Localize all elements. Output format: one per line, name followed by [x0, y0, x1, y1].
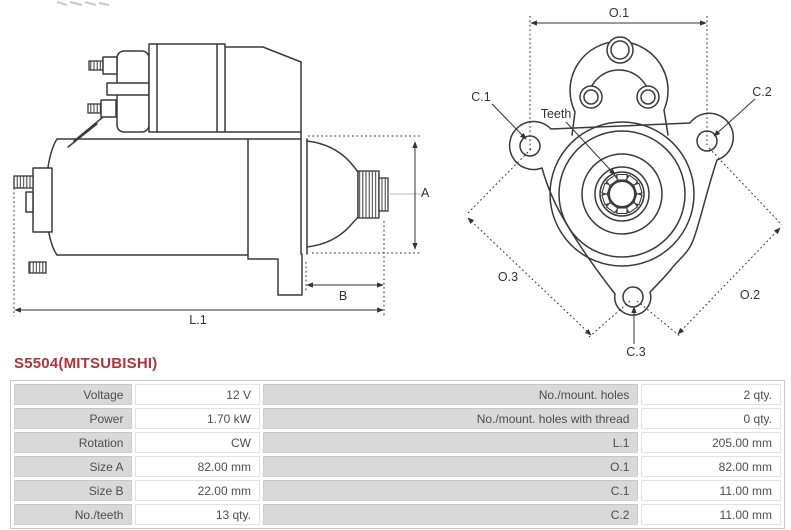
spec-label: Power	[14, 408, 133, 429]
leader-teeth	[565, 121, 616, 176]
gear-ring-outer	[599, 171, 645, 217]
spec-value: 22.00 mm	[135, 480, 260, 501]
boss-circle-3	[581, 153, 663, 235]
spec-value: 2 qty.	[641, 384, 781, 405]
terminal-stud-top	[88, 60, 104, 71]
dim-label-l1: L.1	[189, 313, 206, 327]
arch-pad-left	[579, 85, 603, 109]
spec-row: Voltage 12 V No./mount. holes 2 qty.	[14, 384, 781, 405]
spec-value: 82.00 mm	[641, 456, 781, 477]
spec-label: No./mount. holes with thread	[262, 408, 639, 429]
dim-label-o1: O.1	[609, 6, 629, 20]
spec-row: No./teeth 13 qty. C.2 11.00 mm	[14, 504, 781, 525]
spec-table: Voltage 12 V No./mount. holes 2 qty. Pow…	[11, 381, 784, 528]
boss-circle-outer	[549, 121, 695, 267]
spec-row: Rotation CW L.1 205.00 mm	[14, 432, 781, 453]
rear-plate	[32, 167, 53, 233]
arch-hole-left	[583, 89, 599, 105]
pinion-tip	[378, 177, 389, 212]
spec-value: 13 qty.	[135, 504, 260, 525]
dim-o3-line	[467, 217, 592, 336]
rear-plate-step	[25, 191, 34, 213]
boss-circle-2	[558, 130, 686, 258]
spec-value: 205.00 mm	[641, 432, 781, 453]
dim-label-o3: O.3	[498, 270, 518, 284]
teeth-label: Teeth	[541, 107, 572, 121]
spec-label: O.1	[262, 456, 639, 477]
mount-hole-c1	[519, 135, 541, 157]
leader-c2	[713, 98, 756, 137]
cutoff-logo-fragment	[56, 0, 110, 7]
arch-pad-right	[636, 85, 660, 109]
technical-drawing-canvas: A B L.1	[13, 0, 783, 358]
spec-value: 82.00 mm	[135, 456, 260, 477]
dim-o2-ext-bottom	[636, 300, 682, 338]
spec-value: 0 qty.	[641, 408, 781, 429]
spec-value: 11.00 mm	[641, 480, 781, 501]
spec-label: C.1	[262, 480, 639, 501]
rear-stud-top	[13, 175, 34, 189]
terminal-stud-bottom	[87, 103, 102, 114]
boss-circle-4	[594, 166, 650, 222]
spec-label: L.1	[262, 432, 639, 453]
dim-o3-ext-bottom	[588, 300, 631, 338]
gear-teeth	[601, 173, 643, 215]
dim-label-c1: C.1	[471, 90, 491, 104]
terminal-nut-top	[102, 56, 118, 75]
part-number-title: S5504(MITSUBISHI)	[14, 355, 158, 372]
terminal-nut-bottom	[100, 99, 117, 118]
dim-label-b: B	[339, 289, 347, 303]
spec-label: Voltage	[14, 384, 133, 405]
motor-body-bottom-foot	[56, 253, 303, 296]
dim-label-c2: C.2	[752, 85, 772, 99]
spec-table-container: Voltage 12 V No./mount. holes 2 qty. Pow…	[10, 380, 785, 529]
bell-housing-bottom	[306, 216, 359, 248]
spec-value: 1.70 kW	[135, 408, 260, 429]
spec-label: Rotation	[14, 432, 133, 453]
side-view-drawing: A B L.1	[13, 43, 430, 327]
solenoid-joint-lines	[156, 43, 218, 133]
dim-o3-ext-top	[465, 148, 532, 216]
spec-label: No./teeth	[14, 504, 133, 525]
spec-label: Size B	[14, 480, 133, 501]
shaft-bore	[608, 180, 636, 208]
dim-label-a: A	[421, 186, 430, 200]
arch-hole-right	[640, 89, 656, 105]
spec-row: Size A 82.00 mm O.1 82.00 mm	[14, 456, 781, 477]
pinion-spline	[357, 170, 380, 219]
top-hole	[610, 40, 630, 60]
dim-o2-line	[677, 227, 781, 335]
dim-label-c3: C.3	[626, 345, 646, 358]
spec-value: CW	[135, 432, 260, 453]
dim-o2-ext-top	[708, 147, 783, 226]
spec-row: Power 1.70 kW No./mount. holes with thre…	[14, 408, 781, 429]
solenoid-wires	[67, 116, 104, 148]
spec-label: C.2	[262, 504, 639, 525]
solenoid-cylinder	[148, 43, 226, 133]
bell-housing-top	[306, 140, 359, 173]
dim-label-o2: O.2	[740, 288, 760, 302]
rear-stud-bottom	[28, 261, 47, 274]
solenoid-tab	[106, 82, 150, 96]
spec-row: Size B 22.00 mm C.1 11.00 mm	[14, 480, 781, 501]
solenoid-bracket	[224, 46, 302, 63]
spec-label: No./mount. holes	[262, 384, 639, 405]
front-view-drawing: O.1 C.1 C.2 Teeth O.3 O.2 C.3	[465, 6, 783, 358]
leader-c1	[491, 103, 527, 140]
spec-value: 12 V	[135, 384, 260, 405]
spec-value: 11.00 mm	[641, 504, 781, 525]
spec-label: Size A	[14, 456, 133, 477]
